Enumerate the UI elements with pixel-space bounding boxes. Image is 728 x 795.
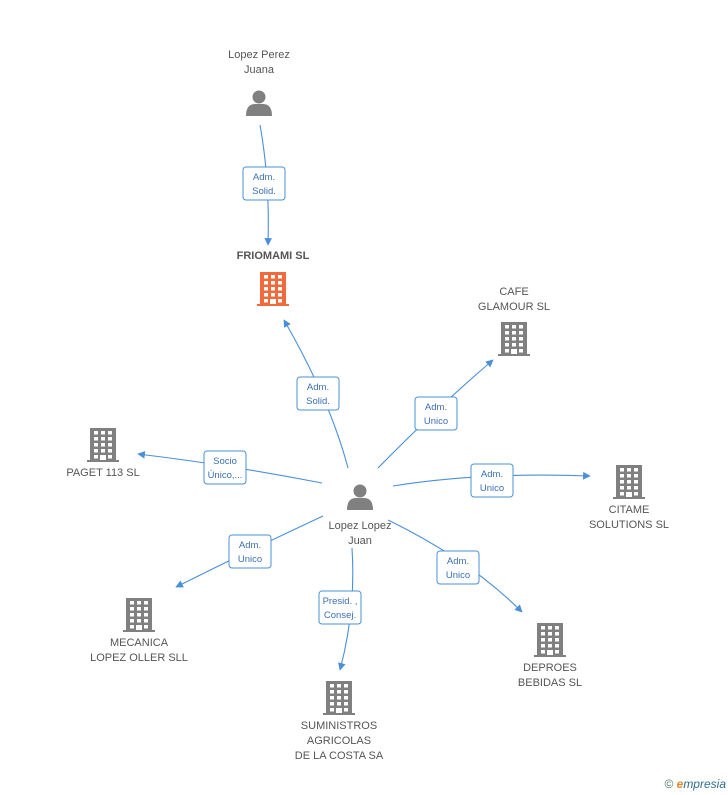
node-label-line[interactable]: BEBIDAS SL — [518, 677, 582, 689]
edge-label-line: Unico — [424, 416, 448, 427]
footer-brand[interactable]: © empresia — [664, 777, 726, 791]
node-label-line[interactable]: Juana — [244, 64, 275, 76]
edge-label-line: Adm. — [239, 540, 261, 551]
node-label-line[interactable]: LOPEZ OLLER SLL — [90, 652, 188, 664]
node-mecanica[interactable]: MECANICA LOPEZ OLLER SLL — [90, 598, 188, 664]
edge-label-line: Adm. — [307, 382, 329, 393]
building-icon — [323, 681, 355, 715]
copyright-symbol: © — [664, 777, 674, 791]
edge-label-line: Solid. — [306, 396, 330, 407]
edge-role-label[interactable]: Presid. , Consej. — [318, 590, 362, 625]
edge-label-line: Unico — [480, 483, 504, 494]
node-cafe-glamour[interactable]: CAFE GLAMOUR SL — [478, 286, 550, 356]
node-paget[interactable]: PAGET 113 SL — [66, 428, 140, 479]
building-icon — [87, 428, 119, 462]
edge-label-line: Adm. — [253, 172, 275, 183]
edge-label-box — [228, 534, 272, 569]
edge-label-line: Consej. — [324, 610, 356, 621]
node-label-line[interactable]: SOLUTIONS SL — [589, 519, 669, 531]
building-icon — [534, 623, 566, 657]
edge-lopez-lopez-to-paget: SocioÚnico,... — [137, 450, 323, 485]
node-label-line[interactable]: Juan — [348, 535, 372, 547]
edge-role-label[interactable]: Adm. Unico — [436, 550, 480, 585]
edge-label-line: Presid. , — [323, 596, 358, 607]
edge-lopez-perez-to-friomami: Adm. Solid. — [242, 124, 286, 246]
node-label-line[interactable]: GLAMOUR SL — [478, 301, 550, 313]
edge-label-line: Unico — [238, 554, 262, 565]
node-label-line[interactable]: Lopez Perez — [228, 49, 290, 61]
node-suministros[interactable]: SUMINISTROS AGRICOLAS DE LA COSTA SA — [295, 681, 384, 762]
person-icon — [347, 484, 373, 510]
node-label-line[interactable]: DE LA COSTA SA — [295, 750, 384, 762]
edge-label-box — [203, 450, 247, 485]
edge-lopez-lopez-to-cafe-glamour: Adm. Unico — [377, 359, 494, 469]
person-icon — [246, 90, 272, 116]
node-label-line[interactable]: FRIOMAMI SL — [237, 250, 310, 262]
node-label-line[interactable]: PAGET 113 SL — [66, 467, 139, 479]
node-label-line[interactable]: AGRICOLAS — [307, 735, 371, 747]
edge-label-line: Solid. — [252, 186, 276, 197]
edge-lopez-lopez-to-citame: Adm. Unico — [392, 463, 591, 498]
node-label-line[interactable]: MECANICA — [110, 637, 169, 649]
edge-label-line: Único,... — [208, 470, 243, 481]
edge-label-box — [318, 590, 362, 625]
edge-label-box — [414, 396, 458, 431]
building-icon — [498, 322, 530, 356]
edge-label-box — [470, 463, 514, 498]
edge-label-line: Adm. — [425, 402, 447, 413]
edge-role-label[interactable]: Adm. Unico — [470, 463, 514, 498]
edge-lopez-lopez-to-mecanica: Adm. Unico — [175, 515, 324, 588]
edge-lopez-lopez-to-deproes: Adm. Unico — [387, 519, 523, 613]
edge-label-line: Adm. — [447, 556, 469, 567]
edge-role-label[interactable]: Adm. Unico — [228, 534, 272, 569]
edge-label-line: Adm. — [481, 469, 503, 480]
node-label-line[interactable]: SUMINISTROS — [301, 720, 377, 732]
building-icon — [123, 598, 155, 632]
edge-label-box — [436, 550, 480, 585]
building-icon — [257, 272, 289, 306]
node-label-line[interactable]: DEPROES — [523, 662, 577, 674]
node-citame[interactable]: CITAME SOLUTIONS SL — [589, 465, 669, 531]
edge-role-label[interactable]: SocioÚnico,... — [203, 450, 247, 485]
edge-role-label[interactable]: Adm. Unico — [414, 396, 458, 431]
edge-label-box — [296, 376, 340, 411]
node-deproes[interactable]: DEPROES BEBIDAS SL — [518, 623, 582, 689]
edge-label-box — [242, 166, 286, 201]
node-label-line[interactable]: Lopez Lopez — [329, 520, 392, 532]
empresia-logo: empresia — [676, 777, 726, 791]
node-label-line[interactable]: CAFE — [499, 286, 528, 298]
edge-label-line: Unico — [446, 570, 470, 581]
node-friomami[interactable]: FRIOMAMI SL — [237, 250, 310, 306]
node-label-line[interactable]: CITAME — [609, 504, 650, 516]
edge-lopez-lopez-to-suministros: Presid. , Consej. — [318, 547, 362, 671]
edge-role-label[interactable]: Adm. Solid. — [242, 166, 286, 201]
building-icon — [613, 465, 645, 499]
edge-label-line: Socio — [213, 456, 237, 467]
edge-lopez-lopez-to-friomami: Adm. Solid. — [283, 319, 349, 469]
edge-role-label[interactable]: Adm. Solid. — [296, 376, 340, 411]
